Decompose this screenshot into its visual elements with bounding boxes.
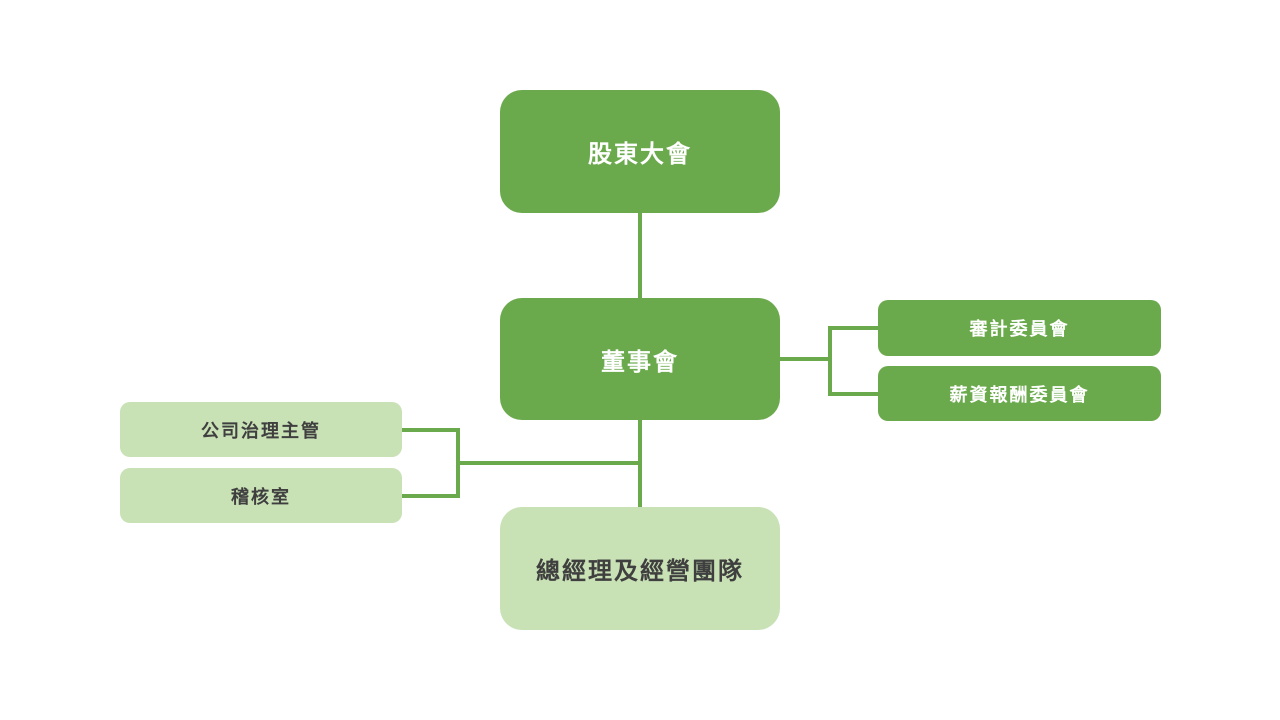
node-compensation-committee: 薪資報酬委員會: [878, 366, 1161, 421]
connector-audit-office-branch: [402, 494, 460, 498]
node-governance-officer: 公司治理主管: [120, 402, 402, 457]
connector-compensation-committee-branch: [828, 392, 878, 396]
node-compensation-committee-label: 薪資報酬委員會: [949, 384, 1090, 405]
node-board-of-directors: 董事會: [500, 298, 780, 420]
connector-shareholders-board: [638, 213, 642, 298]
connector-audit-committee-branch: [828, 326, 878, 330]
node-shareholders-meeting-label: 股東大會: [588, 141, 692, 168]
node-gm-and-management-team-label: 總經理及經營團隊: [536, 558, 744, 585]
node-audit-committee-label: 審計委員會: [969, 319, 1070, 339]
node-audit-office: 稽核室: [120, 468, 402, 523]
connector-left-bracket-stem: [456, 461, 642, 465]
node-audit-office-label: 稽核室: [231, 486, 291, 507]
connector-governance-branch: [402, 428, 460, 432]
node-governance-officer-label: 公司治理主管: [201, 420, 321, 441]
node-board-of-directors-label: 董事會: [601, 348, 679, 376]
node-audit-committee: 審計委員會: [878, 300, 1161, 356]
connector-committees-bracket: [828, 326, 832, 396]
node-shareholders-meeting: 股東大會: [500, 90, 780, 213]
node-gm-and-management-team: 總經理及經營團隊: [500, 507, 780, 630]
connector-board-committees-stem: [780, 357, 832, 361]
